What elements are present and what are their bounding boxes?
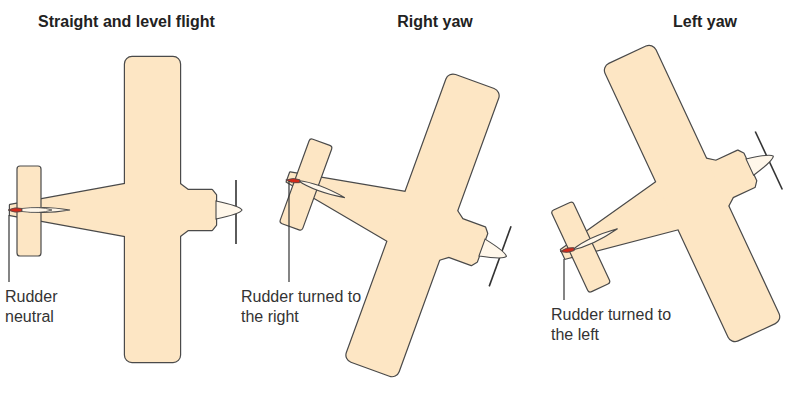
panel-heading: Straight and level flight [38, 12, 215, 32]
rudder [8, 208, 52, 213]
panel-heading: Left yaw [673, 12, 737, 32]
airframe [236, 33, 558, 399]
rudder [560, 247, 575, 254]
leader-label: Rudder turned to the right [241, 287, 363, 327]
leader-label: Rudder turned to the left [551, 305, 676, 345]
rudder [286, 178, 300, 184]
leader-line [8, 215, 9, 282]
airplane-right-yaw [234, 33, 558, 400]
panel-heading: Right yaw [397, 12, 473, 32]
leader-line [288, 181, 289, 282]
airplane-left-yaw [497, 17, 800, 392]
airframe [498, 17, 800, 391]
leader-line [563, 259, 564, 300]
leader-label: Rudder neutral [5, 287, 85, 327]
